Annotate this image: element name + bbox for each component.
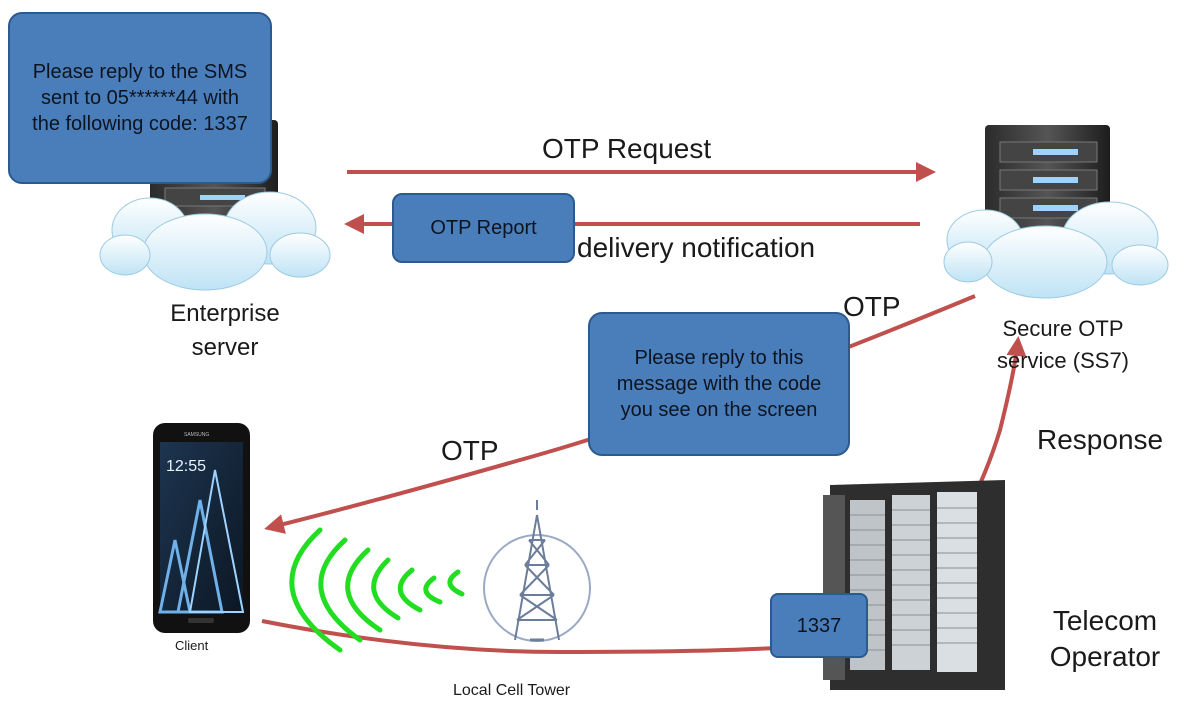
phone-message-callout: Please reply to this message with the co… — [588, 312, 850, 456]
cloud-icon — [943, 201, 1169, 299]
phone-message-text: Please reply to this message with the co… — [616, 347, 822, 421]
code-callout: 1337 — [770, 593, 868, 658]
enterprise-server-label: Enterprise server — [170, 300, 280, 361]
phone-brand: SAMSUNG — [184, 432, 209, 438]
delivery-notification-label: delivery notification — [577, 232, 816, 263]
client-label: Client — [175, 638, 209, 653]
secure-otp-service-label: Secure OTP service (SS7) — [996, 316, 1130, 373]
telecom-operator-label: Telecom Operator — [1049, 605, 1161, 673]
otp-report-text: OTP Report — [430, 217, 537, 239]
phone-clock: 12:55 — [166, 458, 206, 475]
otp-request-label: OTP Request — [542, 133, 712, 164]
telecom-rack-icon — [823, 480, 1005, 690]
enterprise-message-callout: Please reply to the SMS sent to 05******… — [8, 12, 272, 184]
signal-waves-icon — [289, 527, 465, 653]
code-text: 1337 — [796, 614, 842, 637]
response-label: Response — [1037, 424, 1164, 455]
local-cell-tower-label: Local Cell Tower — [453, 682, 571, 699]
otp-report-callout: OTP Report — [392, 193, 575, 263]
otp-label-top: OTP — [843, 291, 901, 322]
cell-tower-icon — [483, 500, 591, 642]
otp-label-left: OTP — [441, 435, 499, 466]
smartphone-icon: 12:55 SAMSUNG — [153, 423, 250, 633]
enterprise-message-text: Please reply to the SMS sent to 05******… — [32, 61, 248, 135]
cloud-icon — [99, 191, 331, 291]
